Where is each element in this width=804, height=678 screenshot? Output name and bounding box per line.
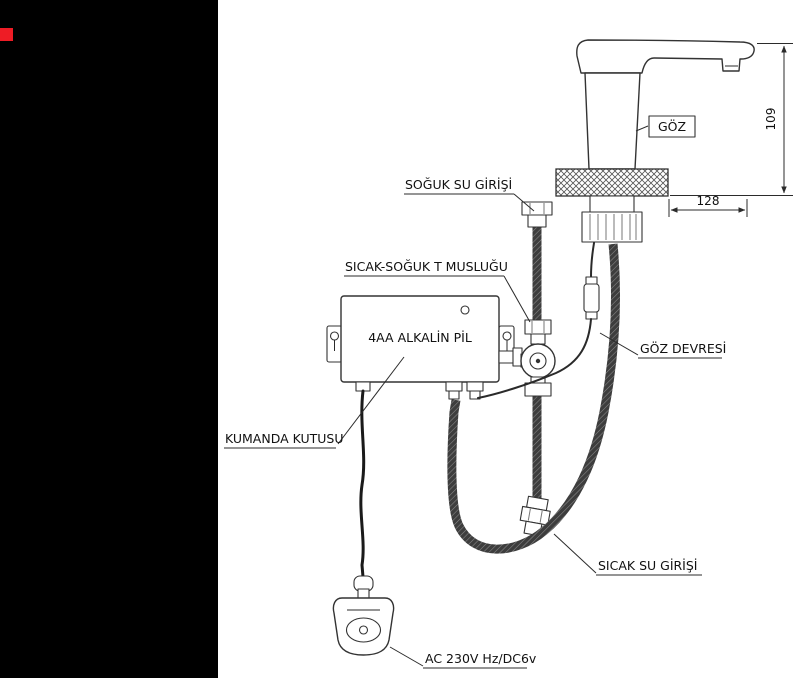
faucet	[555, 39, 755, 243]
power-label: AC 230V Hz/DC6v	[389, 646, 537, 669]
faucet-body	[584, 72, 641, 170]
power-leader	[389, 646, 424, 667]
keyhole-left	[329, 331, 340, 341]
sensor-leader	[635, 125, 649, 132]
svg-text:GÖZ: GÖZ	[658, 118, 686, 134]
svg-text:GÖZ DEVRESİ: GÖZ DEVRESİ	[640, 340, 726, 356]
box-connector-b	[466, 381, 484, 392]
faucet-spout	[576, 39, 755, 74]
nut-knurling	[589, 214, 637, 240]
cable-connector	[583, 283, 600, 313]
mixed-water-hose	[447, 243, 621, 554]
box-led	[460, 305, 470, 315]
sensor-label: GÖZ	[635, 115, 696, 138]
svg-text:SICAK-SOĞUK T MUSLUĞU: SICAK-SOĞUK T MUSLUĞU	[345, 259, 508, 274]
battery-label: 4AA ALKALİN PİL	[368, 330, 472, 345]
fitting-collar	[527, 214, 547, 228]
dim-value-109: 109	[764, 108, 778, 131]
control-box-body	[340, 295, 500, 383]
power-plug	[332, 575, 395, 656]
left-black-band	[0, 0, 218, 678]
dimension-width: 128	[668, 194, 748, 217]
sensor-cable	[477, 242, 600, 399]
svg-text:SOĞUK SU GİRİŞİ: SOĞUK SU GİRİŞİ	[405, 177, 512, 192]
svg-text:AC 230V Hz/DC6v: AC 230V Hz/DC6v	[425, 651, 537, 666]
faucet-nut	[581, 211, 643, 243]
sensor-circuit-leader	[599, 332, 639, 356]
red-marker	[0, 28, 13, 41]
cold-inlet-fitting	[521, 201, 553, 228]
control-box: 4AA ALKALİN PİL	[326, 295, 523, 400]
plug-neck	[357, 588, 370, 599]
svg-text:KUMANDA KUTUSU: KUMANDA KUTUSU	[225, 431, 344, 446]
dim-value-128: 128	[697, 194, 720, 208]
box-connector-a	[445, 381, 463, 392]
faucet-base	[555, 168, 669, 197]
valve-bottom-nut	[524, 382, 552, 397]
valve-top-nut	[524, 319, 552, 335]
sensor-circuit-label: GÖZ DEVRESİ	[599, 332, 726, 359]
cable-connector-top	[585, 276, 598, 285]
dimension-height: 109	[670, 43, 793, 196]
t-valve	[520, 319, 556, 397]
cold-inlet-label: SOĞUK SU GİRİŞİ	[404, 177, 535, 212]
power-cord	[359, 389, 366, 579]
hot-inlet-leader	[553, 533, 597, 574]
hot-inlet-label: SICAK SU GİRİŞİ	[553, 533, 702, 576]
faucet-shank	[589, 195, 635, 213]
t-valve-label: SICAK-SOĞUK T MUSLUĞU	[344, 259, 531, 323]
control-box-label: KUMANDA KUTUSU	[224, 356, 405, 449]
hot-inlet-fitting	[519, 495, 551, 537]
svg-text:SICAK SU GİRİŞİ: SICAK SU GİRİŞİ	[598, 558, 698, 573]
fitting-nut	[521, 201, 553, 216]
t-valve-leader	[503, 275, 531, 323]
sensor-label-box	[648, 115, 696, 138]
cable-connector-bottom	[585, 311, 598, 320]
cold-inlet-leader	[513, 193, 535, 212]
control-box-leader	[337, 356, 405, 445]
keyhole-right	[502, 331, 512, 341]
